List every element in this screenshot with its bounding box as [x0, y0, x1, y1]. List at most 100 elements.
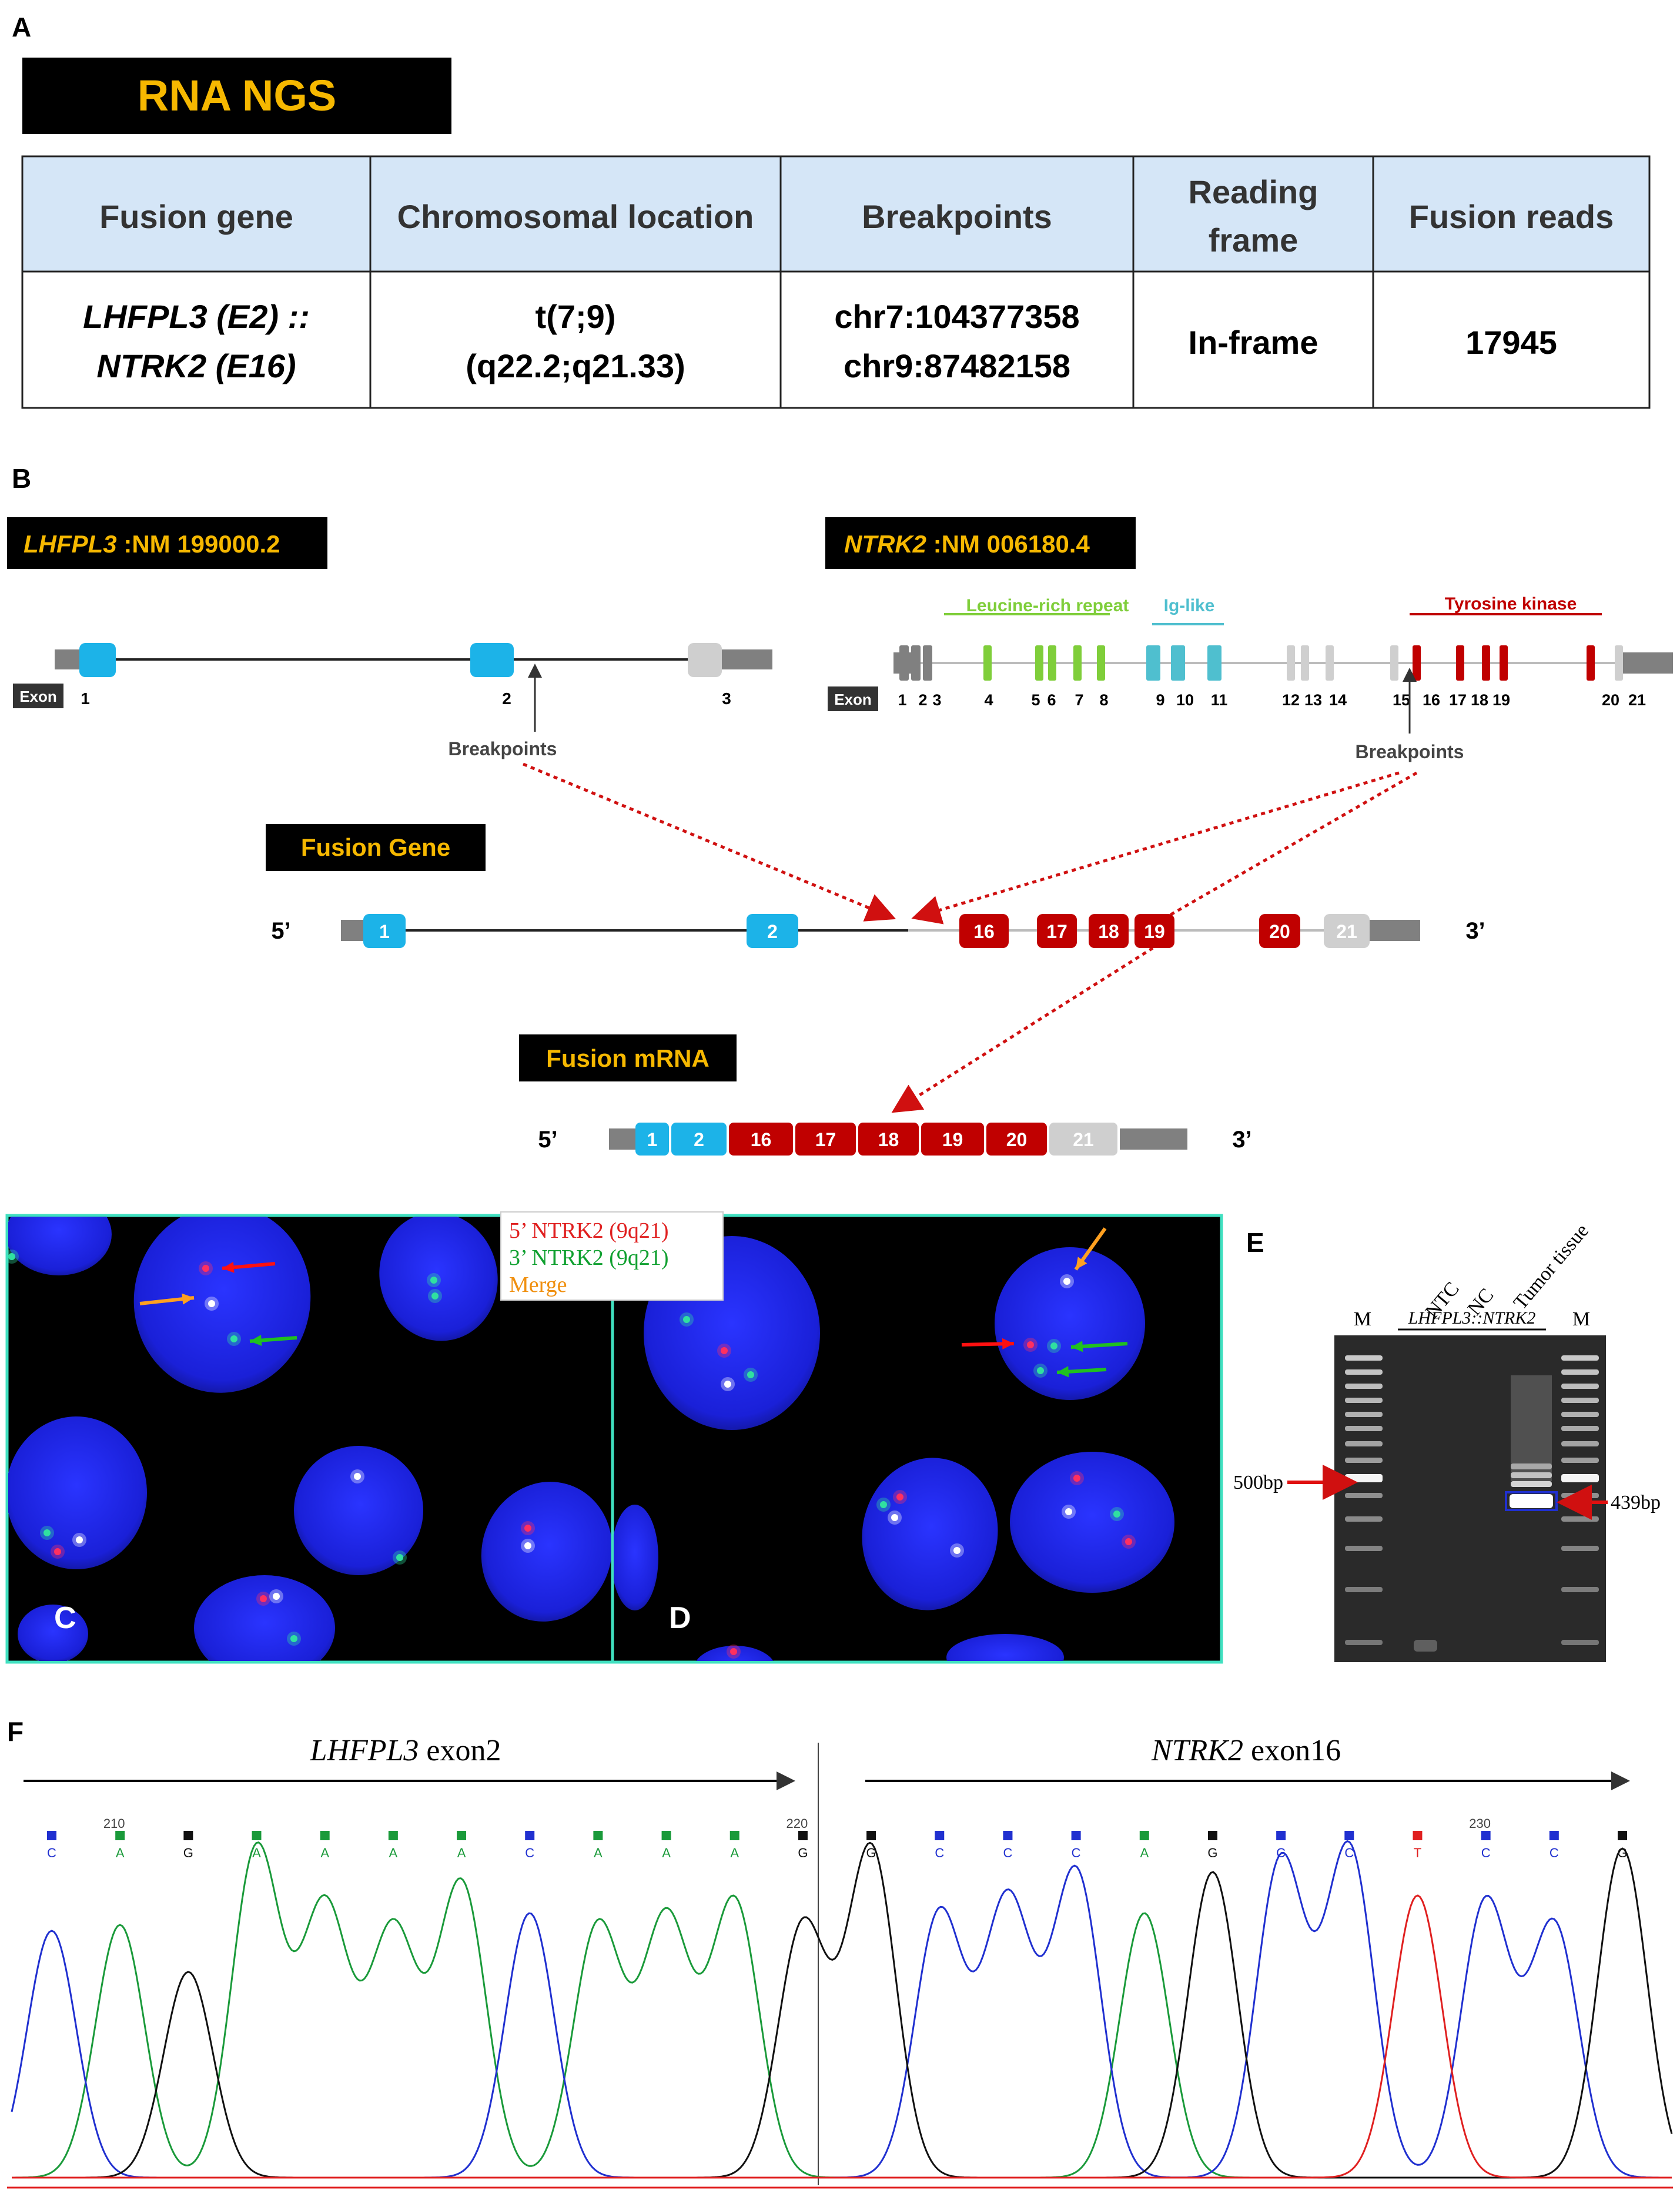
fish-nucleus: [1010, 1452, 1174, 1593]
gel-ladder-band: [1561, 1369, 1599, 1375]
trace-c: [11, 1840, 1672, 2179]
trace-t: [12, 1894, 1672, 2179]
lhfpl3-exon-num-2: 2: [502, 689, 511, 708]
fusion-gene-exon-18: [1089, 914, 1129, 948]
base-call-letter: G: [798, 1846, 808, 1860]
gel-ladder-band: [1561, 1426, 1599, 1431]
ntrk2-exon-num-3: 3: [932, 691, 941, 709]
fusion-gene-5prime: 5’: [271, 918, 290, 944]
gel-ladder-band: [1561, 1441, 1599, 1446]
ntrk2-exon-num-17: 17: [1449, 691, 1467, 709]
gel-lane-tumor: Tumor tissue: [1510, 1220, 1593, 1314]
base-call-marker: [729, 1831, 739, 1840]
ntrk2-exon-19: [1500, 645, 1508, 681]
fusion-gene-exon-20: [1259, 914, 1300, 948]
ntrk2-title-box: [825, 517, 1136, 569]
ntrk2-exon-num-12: 12: [1282, 691, 1300, 709]
fish-green-signal: [290, 1635, 297, 1642]
gel-lane-m-right: M: [1572, 1308, 1590, 1330]
fusion-mrna-exon-label: 17: [815, 1129, 836, 1150]
fusion-gene-model: [341, 920, 1420, 941]
dashed-arrow-lhfpl3-to-fusion: [523, 762, 896, 922]
header-chrom-location: Chromosomal location: [397, 198, 754, 235]
fusion-mrna-exon-1: [635, 1123, 669, 1156]
ntrk2-exon-num-14: 14: [1329, 691, 1347, 709]
cell-frame: In-frame: [1189, 324, 1318, 361]
fusion-gene-exon-label: 16: [973, 921, 995, 942]
gel-tumor-smear-band: [1511, 1463, 1552, 1469]
panel-letter-c: C: [54, 1601, 76, 1635]
lhfpl3-exon-num-3: 3: [722, 689, 731, 708]
fish-nucleus: [294, 1446, 423, 1575]
fish-red-signal: [896, 1493, 903, 1501]
ntrk2-exon-4: [983, 645, 992, 681]
gel-ladder-band: [1345, 1587, 1383, 1592]
ntrk2-exon-num-16: 16: [1423, 691, 1440, 709]
base-call-letter: A: [320, 1846, 329, 1860]
fish-green-signal: [396, 1554, 403, 1561]
fusion-gene-exon-19: [1134, 914, 1174, 948]
fish-fusion-signal: [208, 1300, 215, 1307]
ntrk2-exon-num-2: 2: [918, 691, 927, 709]
ntrk2-exon-badge-label: Exon: [834, 691, 872, 708]
fusion-mrna-exon-16: [729, 1123, 793, 1156]
base-call-marker: [1207, 1831, 1217, 1840]
panel-letter-b: B: [12, 463, 31, 494]
base-call-letter: A: [594, 1846, 603, 1860]
ntrk2-exon-6: [1048, 645, 1056, 681]
base-call-marker: [115, 1831, 125, 1840]
gel-ladder-band: [1561, 1458, 1599, 1463]
fish-nucleus: [481, 1482, 611, 1622]
fusion-mrna-exon-18: [858, 1123, 919, 1156]
gel-ladder-band: [1345, 1384, 1383, 1389]
ntrk2-exon-5: [1035, 645, 1043, 681]
base-call-letter: C: [1344, 1846, 1354, 1860]
base-call-letter: C: [525, 1846, 534, 1860]
fish-red-signal: [1073, 1475, 1080, 1482]
lhfpl3-exon-3: [688, 643, 722, 677]
ntrk2-exon-num-21: 21: [1628, 691, 1646, 709]
base-call-letter: C: [47, 1846, 56, 1860]
fish-green-signal: [1050, 1342, 1057, 1349]
fusion-mrna-exon-label: 1: [647, 1129, 658, 1150]
ntrk2-exon-badge: [828, 686, 878, 711]
ntrk2-exon-9: [1146, 645, 1160, 681]
gel-ladder-band: [1345, 1458, 1383, 1463]
base-call-marker: [320, 1831, 330, 1840]
fish-nucleus: [133, 1217, 311, 1393]
fusion-gene-exon-17: [1037, 914, 1077, 948]
fish-fusion-signal: [273, 1593, 280, 1600]
fusion-mrna-exon-2: [671, 1123, 727, 1156]
ntrk2-exon-13: [1301, 645, 1309, 681]
lhfpl3-exon-badge: [13, 684, 63, 708]
fish-nucleus: [614, 1505, 658, 1610]
base-call-letter: A: [662, 1846, 671, 1860]
base-call-marker: [1618, 1831, 1627, 1840]
lrr-domain-label: Leucine-rich repeat: [966, 596, 1129, 615]
fish-fusion-signal: [1063, 1278, 1070, 1285]
gel-ladder-band: [1345, 1426, 1383, 1431]
fish-fusion-signal: [724, 1381, 731, 1388]
dashed-arrow-ntrk2-to-fusion-2: [1166, 771, 1418, 919]
base-call-letter: G: [183, 1846, 193, 1860]
ntrk2-exon-num-18: 18: [1471, 691, 1488, 709]
ig-domain-label: Ig-like: [1164, 596, 1215, 615]
fish-green-signal: [683, 1316, 690, 1323]
fish-nucleus: [8, 1217, 112, 1275]
legend-merge: Merge: [509, 1272, 567, 1297]
fish-nucleus: [862, 1458, 998, 1610]
fish-red-signal: [1125, 1538, 1132, 1545]
base-call-letter: C: [1003, 1846, 1012, 1860]
gel-ladder-band: [1345, 1441, 1383, 1446]
base-call-marker: [661, 1831, 671, 1840]
ntrk2-title: NTRK2 :NM 006180.4: [844, 530, 1090, 558]
fish-red-signal: [524, 1525, 531, 1532]
fish-red-signal: [54, 1548, 61, 1555]
gel-ladder-band: [1345, 1640, 1383, 1645]
fish-fusion-signal: [524, 1542, 531, 1549]
header-fusion-gene: Fusion gene: [99, 198, 293, 235]
ngs-title-box: [22, 58, 451, 134]
chromatogram: [11, 1840, 1673, 2179]
gel-image: [1334, 1335, 1606, 1662]
gel-ladder-band: [1345, 1516, 1383, 1522]
